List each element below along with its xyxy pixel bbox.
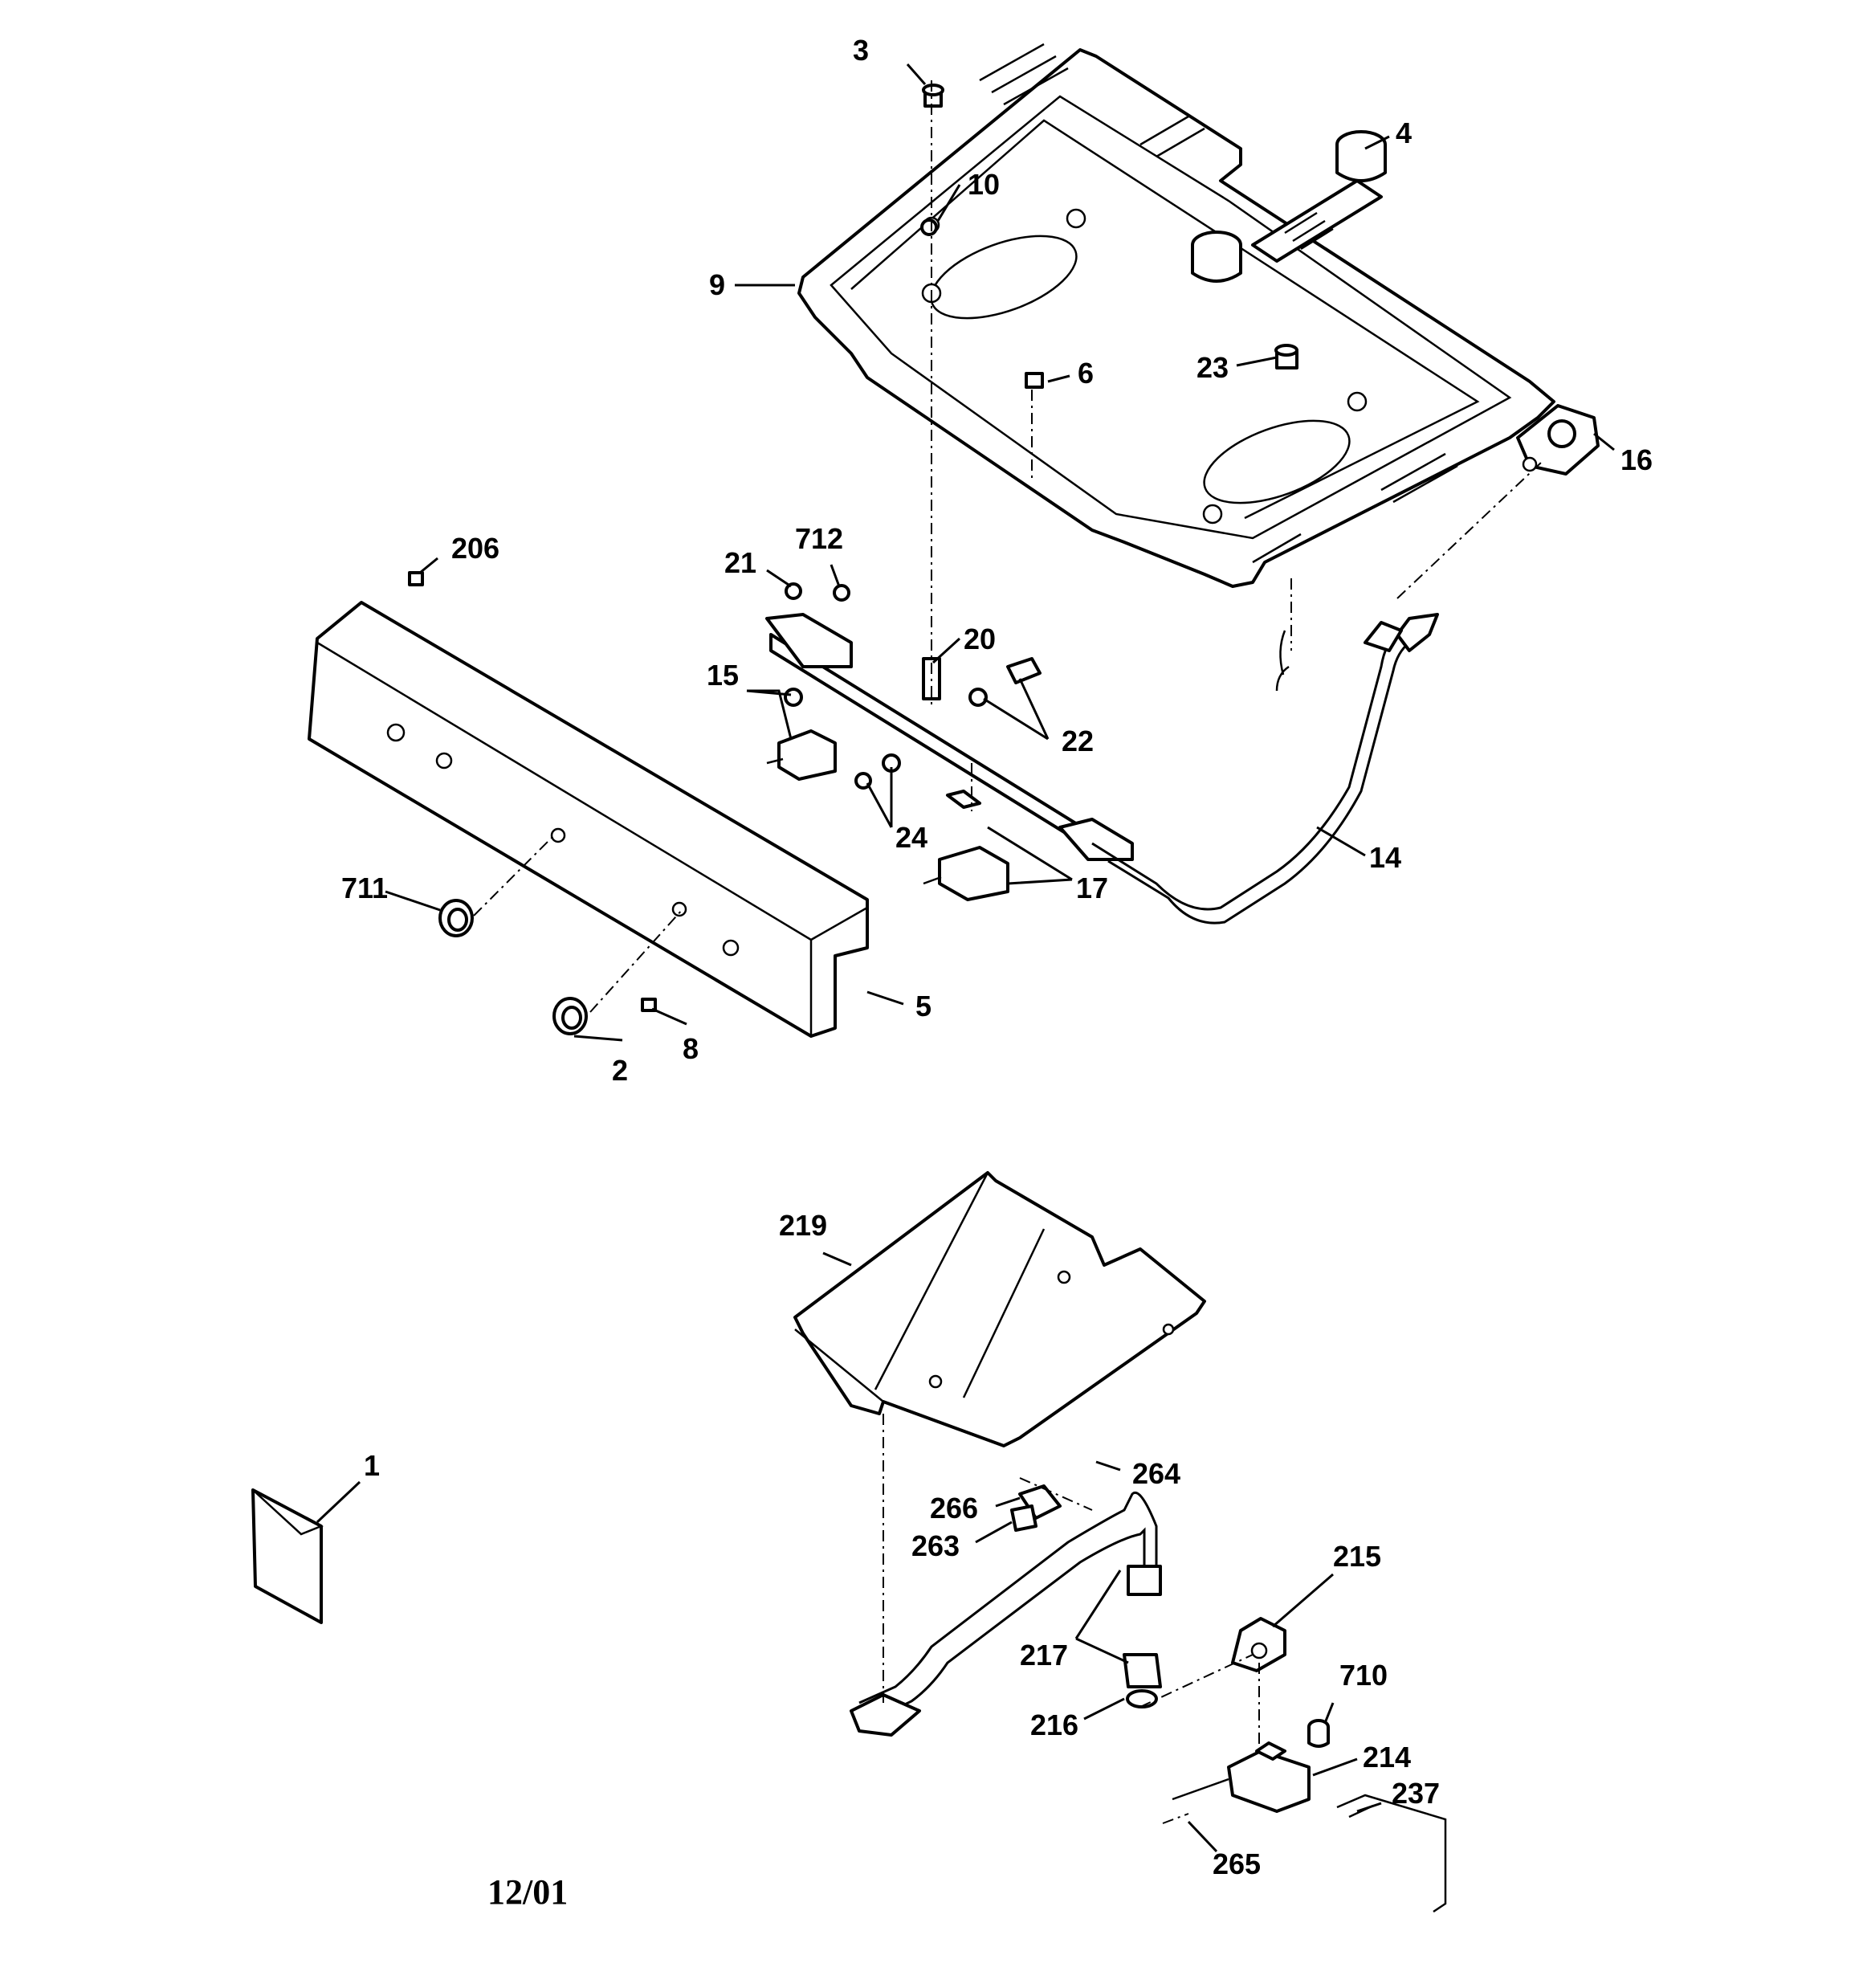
callout-21: 21 — [724, 546, 756, 579]
callout-237: 237 — [1392, 1777, 1440, 1810]
callout-23: 23 — [1196, 351, 1229, 384]
control-panel — [308, 601, 869, 1038]
callout-17: 17 — [1076, 872, 1108, 904]
top-burner-assembly — [1191, 130, 1387, 283]
callout-216: 216 — [1030, 1708, 1078, 1741]
callout-217: 217 — [1020, 1639, 1068, 1672]
manifold-assembly — [765, 613, 1439, 925]
callout-9: 9 — [709, 268, 725, 301]
literature-envelope — [251, 1488, 324, 1624]
callout-219: 219 — [779, 1209, 827, 1242]
control-knobs — [408, 571, 657, 1035]
callout-14: 14 — [1369, 841, 1401, 874]
callout-20: 20 — [964, 623, 996, 655]
callout-8: 8 — [683, 1032, 699, 1065]
callout-3: 3 — [853, 34, 869, 67]
broiler-plate — [793, 1171, 1206, 1447]
callout-22: 22 — [1062, 725, 1094, 757]
callout-712: 712 — [795, 522, 843, 555]
date-code: 12/01 — [487, 1872, 568, 1912]
callout-4: 4 — [1396, 116, 1412, 149]
burner-pan — [797, 43, 1555, 588]
assembly-lines-upper — [473, 80, 1543, 1013]
oven-valve-assembly — [1123, 1617, 1447, 1913]
callout-5: 5 — [915, 990, 932, 1023]
callout-711: 711 — [341, 872, 388, 904]
callout-2: 2 — [612, 1054, 628, 1087]
oven-burner — [850, 1484, 1162, 1737]
callout-6: 6 — [1078, 357, 1094, 390]
callout-710: 710 — [1339, 1659, 1388, 1692]
callout-1: 1 — [364, 1449, 380, 1482]
callout-15: 15 — [707, 659, 739, 692]
callout-10: 10 — [968, 168, 1000, 201]
orifice-bracket — [1516, 404, 1600, 476]
pan-screws — [920, 84, 1298, 389]
callout-16: 16 — [1620, 443, 1653, 476]
callout-264: 264 — [1132, 1457, 1180, 1490]
callout-labels: 3 4 10 9 6 23 16 206 21 712 20 15 22 24 … — [341, 34, 1653, 1880]
assembly-lines-lower — [883, 1414, 1260, 1824]
callout-206: 206 — [451, 532, 499, 565]
callout-263: 263 — [911, 1529, 960, 1562]
callout-266: 266 — [930, 1492, 978, 1525]
callout-265: 265 — [1213, 1847, 1261, 1880]
callout-215: 215 — [1333, 1540, 1381, 1573]
callout-214: 214 — [1363, 1741, 1411, 1774]
callout-24: 24 — [895, 821, 927, 854]
leader-lines — [316, 63, 1615, 1853]
